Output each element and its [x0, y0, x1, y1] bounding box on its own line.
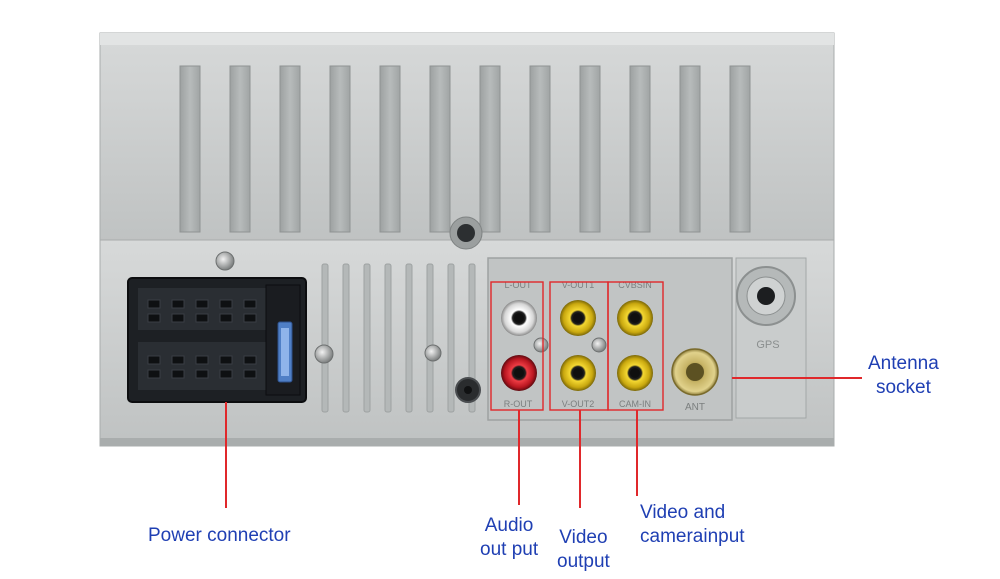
audio-output-callout: Audio out put	[480, 514, 538, 562]
jack-panel	[487, 257, 733, 421]
screw-icon	[424, 344, 442, 362]
harness-pin	[171, 299, 185, 309]
heatsink-fin	[329, 65, 351, 233]
heatsink-fin	[379, 65, 401, 233]
heatsink-fin	[429, 65, 451, 233]
harness-pin	[243, 313, 257, 323]
vent-slot	[321, 263, 329, 413]
harness-pin	[147, 313, 161, 323]
video-out-callout-line1: Video	[559, 527, 608, 548]
heatsink-fin	[629, 65, 651, 233]
harness-pin	[219, 355, 233, 365]
label-v-out2: V-OUT2	[562, 399, 595, 409]
antenna-callout-line2: socket	[875, 377, 931, 398]
camera-group-frame	[607, 281, 664, 411]
heatsink-block	[99, 32, 835, 244]
harness-pin	[219, 369, 233, 379]
radio-chassis	[99, 32, 835, 447]
harness-pin	[147, 355, 161, 365]
label-v-out1: V-OUT1	[562, 280, 595, 290]
vent-slot	[468, 263, 476, 413]
harness-pin	[171, 355, 185, 365]
heatsink-fin	[479, 65, 501, 233]
heatsink-fin	[679, 65, 701, 233]
harness-pin	[171, 313, 185, 323]
fuse-icon	[277, 321, 293, 383]
rca-jack-icon	[617, 355, 653, 391]
leader-lines	[225, 377, 862, 508]
harness-pin	[147, 299, 161, 309]
heatsink-fin	[529, 65, 551, 233]
vent-slot	[447, 263, 455, 413]
harness-pin	[195, 299, 209, 309]
label-ant: ANT	[685, 402, 705, 413]
harness-pin	[195, 369, 209, 379]
vent-slot	[363, 263, 371, 413]
audio-group-frame	[490, 281, 544, 411]
vent-slot	[405, 263, 413, 413]
label-r-out: R-OUT	[504, 399, 533, 409]
harness-pin	[243, 369, 257, 379]
rca-jack-icon	[560, 355, 596, 391]
label-cam-in: CAM-IN	[619, 399, 651, 409]
video-output-callout: Video output	[557, 526, 610, 574]
harness-pin	[171, 369, 185, 379]
power-callout-line1: Power connector	[148, 525, 291, 546]
vent-slots	[321, 263, 476, 413]
harness-pin	[243, 355, 257, 365]
harness-pin	[195, 355, 209, 365]
heatsink-fin	[179, 65, 201, 233]
vent-slot	[426, 263, 434, 413]
label-gps: GPS	[756, 339, 779, 351]
video-camera-callout-line2: camerainput	[640, 526, 745, 547]
harness-pin	[147, 369, 161, 379]
heatsink-fin	[579, 65, 601, 233]
rca-jack-icon	[501, 300, 537, 336]
heatsink-fin	[229, 65, 251, 233]
heatsink-fin	[279, 65, 301, 233]
video-camera-input-callout: Video and camerainput	[640, 501, 745, 549]
harness-pin	[219, 299, 233, 309]
screw-icon	[314, 344, 334, 364]
heatsink-fins	[179, 65, 751, 233]
label-l-out: L-OUT	[505, 280, 533, 290]
harness-pin	[219, 313, 233, 323]
label-cvbsin: CVBSIN	[618, 280, 652, 290]
power-connector-callout: Power connector	[148, 524, 291, 548]
harness-pin	[195, 313, 209, 323]
antenna-socket-icon	[671, 348, 719, 396]
antenna-callout-line1: Antenna	[868, 353, 939, 374]
rca-jack-icon	[617, 300, 653, 336]
vent-slot	[384, 263, 392, 413]
audio-callout-line2: out put	[480, 539, 539, 560]
vent-slot	[342, 263, 350, 413]
antenna-socket-callout: Antenna socket	[868, 352, 939, 400]
heatsink-fin	[729, 65, 751, 233]
gps-socket-icon	[736, 266, 796, 326]
video-out-callout-line2: output	[557, 551, 610, 572]
rca-jack-icon	[560, 300, 596, 336]
screw-icon	[533, 337, 549, 353]
rca-jack-icon	[501, 355, 537, 391]
screw-icon	[591, 337, 607, 353]
screw-icon	[215, 251, 235, 271]
harness-pin	[243, 299, 257, 309]
video-camera-callout-line1: Video and	[640, 502, 726, 523]
audio-callout-line1: Audio	[484, 515, 534, 536]
